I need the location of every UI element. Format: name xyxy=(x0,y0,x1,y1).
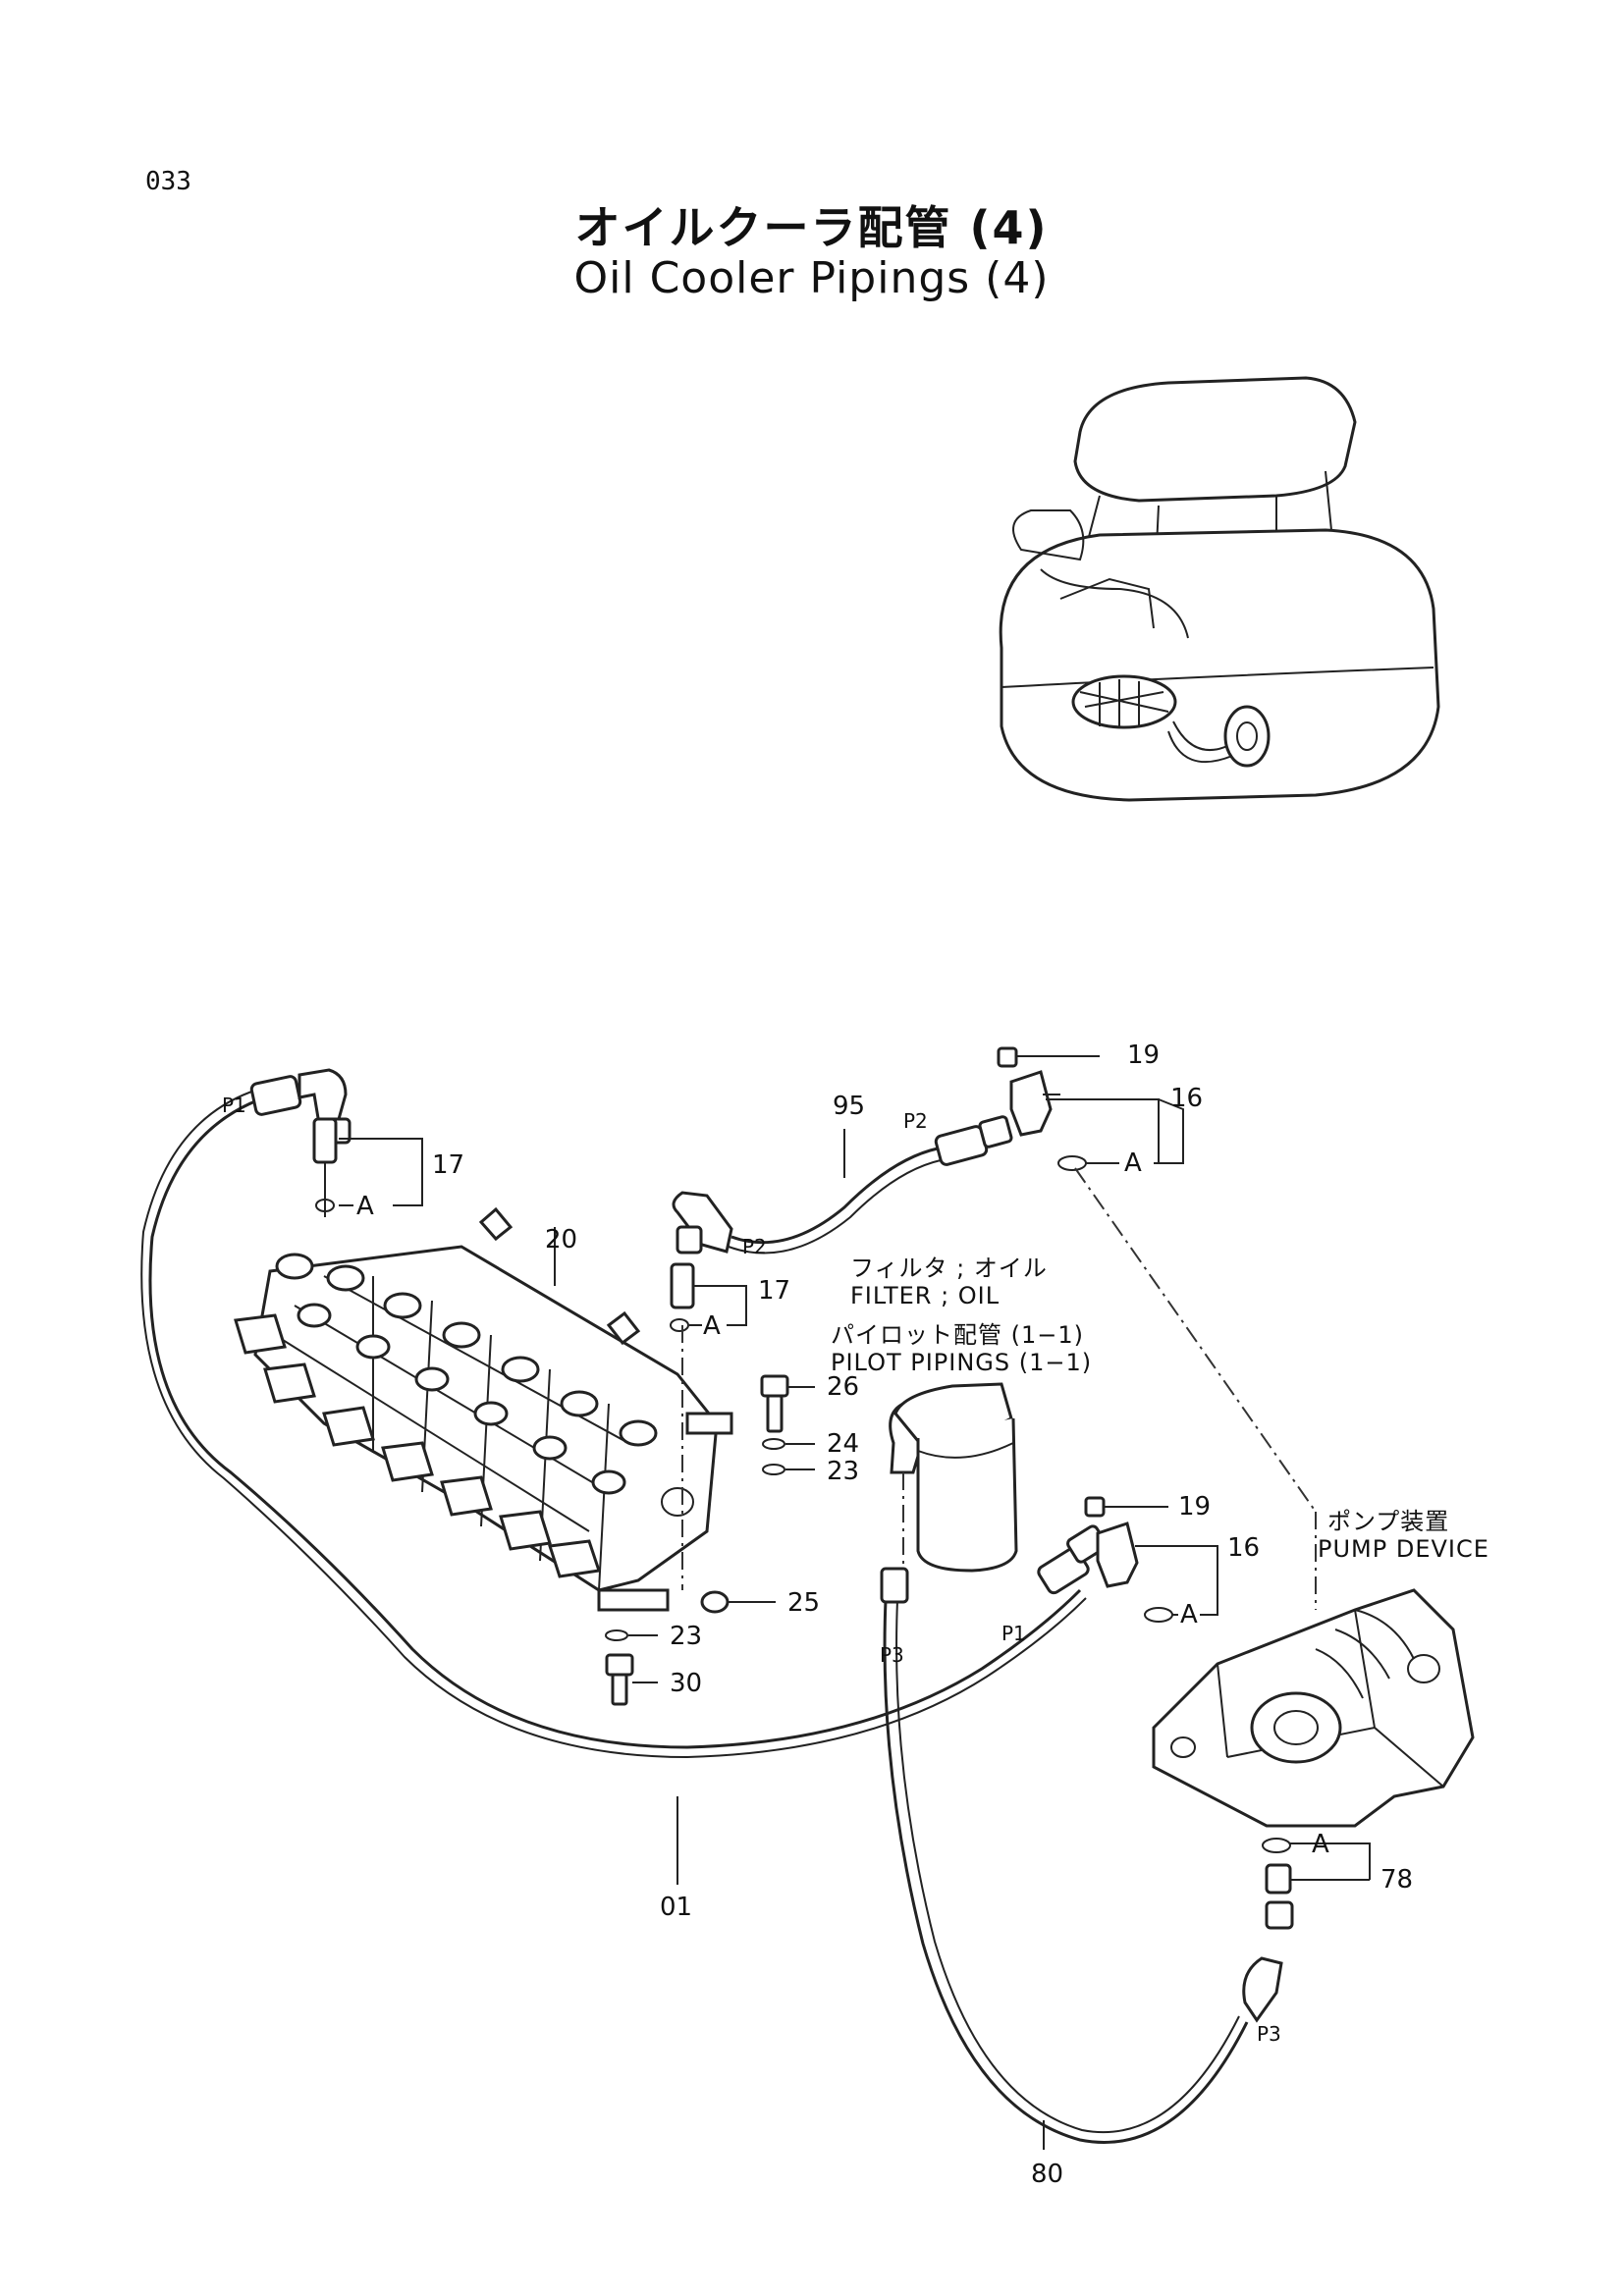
ref-a-center: A xyxy=(703,1311,721,1341)
machine-overview xyxy=(999,376,1440,802)
callout-80: 80 xyxy=(1031,2160,1064,2189)
ref-a-top: A xyxy=(1124,1148,1142,1178)
ref-a-mid: A xyxy=(1180,1600,1198,1629)
callout-23-upper: 23 xyxy=(827,1457,860,1486)
note-pump-jp: ポンプ装置 xyxy=(1327,1508,1450,1535)
callout-19-top: 19 xyxy=(1127,1041,1161,1070)
control-valve xyxy=(234,1206,733,1612)
ref-p1-lower: P1 xyxy=(1001,1622,1026,1645)
page-number: 033 xyxy=(145,167,191,196)
callout-20: 20 xyxy=(545,1225,578,1255)
callout-25: 25 xyxy=(787,1588,821,1618)
callout-26: 26 xyxy=(827,1372,860,1402)
note-filter-en: FILTER ; OIL xyxy=(850,1282,1001,1309)
callout-19-mid: 19 xyxy=(1178,1492,1212,1522)
pipe-p3 xyxy=(883,1599,1249,2144)
callout-16-top: 16 xyxy=(1170,1084,1204,1113)
callout-95: 95 xyxy=(833,1092,866,1121)
ref-p1-top: P1 xyxy=(222,1094,246,1117)
ref-a-bottom: A xyxy=(1312,1830,1329,1859)
note-pump-en: PUMP DEVICE xyxy=(1318,1535,1489,1563)
ref-p3-lower: P3 xyxy=(1257,2022,1281,2046)
pipe-p1 xyxy=(148,1095,1082,1749)
title-english: Oil Cooler Pipings (4) xyxy=(573,253,1050,303)
callout-16-mid: 16 xyxy=(1227,1533,1261,1563)
ref-p2-left: P2 xyxy=(742,1235,767,1258)
note-pilot-jp: パイロット配管 (1−1) xyxy=(831,1321,1085,1349)
ref-p3-upper: P3 xyxy=(880,1643,904,1667)
title-japanese: オイルクーラ配管 (4) xyxy=(574,201,1049,254)
callout-17-left: 17 xyxy=(432,1150,465,1180)
callout-78: 78 xyxy=(1380,1865,1414,1895)
note-filter-jp: フィルタ ; オイル xyxy=(850,1255,1048,1282)
callout-30: 30 xyxy=(670,1669,703,1698)
pump-device xyxy=(1152,1588,1475,1828)
note-pilot-en: PILOT PIPINGS (1−1) xyxy=(831,1349,1093,1376)
ref-p2-right: P2 xyxy=(903,1109,928,1133)
callout-24: 24 xyxy=(827,1429,860,1459)
pipe-p2 xyxy=(730,1147,939,1245)
callout-23-lower: 23 xyxy=(670,1622,703,1651)
callout-17-right: 17 xyxy=(758,1276,791,1306)
ref-a-left: A xyxy=(356,1192,374,1221)
oil-filter xyxy=(893,1382,1018,1573)
callout-01: 01 xyxy=(660,1893,693,1922)
